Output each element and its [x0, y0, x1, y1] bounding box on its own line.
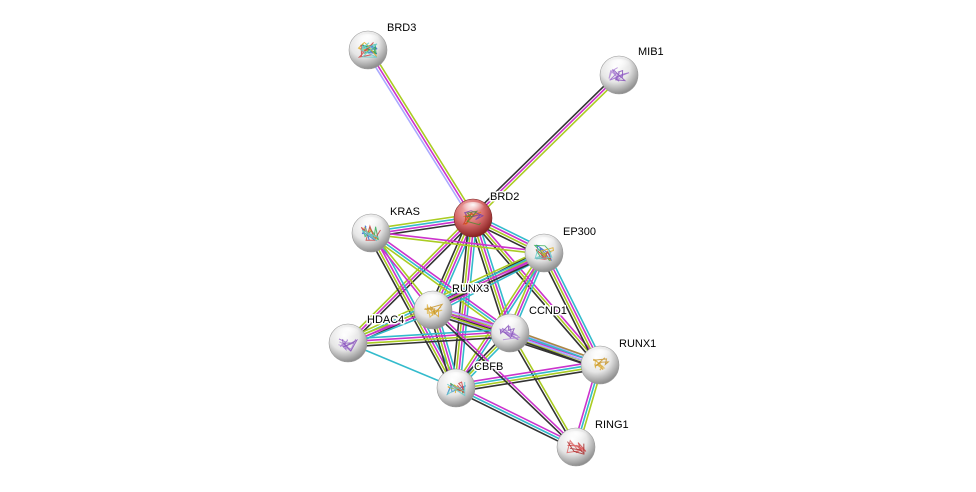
- node-highlight: [564, 431, 588, 445]
- edge-line-known-curated: [347, 342, 457, 389]
- node-highlight: [532, 237, 556, 251]
- node-highlight: [421, 294, 445, 308]
- edge-line-experimental: [472, 74, 620, 219]
- node-runx3[interactable]: RUNX3: [413, 282, 491, 330]
- edge-line-experimental: [371, 230, 545, 253]
- edge-line-known-curated: [347, 328, 510, 340]
- edge-line-textmining: [456, 365, 601, 391]
- node-label-brd2: BRD2: [490, 191, 519, 203]
- edge-ep300-runx1[interactable]: [539, 250, 605, 368]
- node-label-brd3: BRD3: [387, 22, 416, 34]
- node-brd3[interactable]: BRD3: [348, 21, 418, 70]
- edge-line-textmining: [370, 233, 544, 256]
- node-label-cbfb: CBFB: [474, 361, 503, 373]
- edge-line-experimental: [372, 230, 512, 332]
- edge-line-experimental: [474, 215, 603, 364]
- node-highlight: [607, 59, 631, 73]
- edge-brd2-brd3[interactable]: [365, 48, 476, 220]
- node-label-kras: KRAS: [390, 206, 420, 218]
- edge-line-coexpression: [508, 333, 576, 449]
- edge-line-textmining: [510, 331, 578, 447]
- edge-line-homology: [365, 50, 472, 220]
- edge-hdac4-ccnd1[interactable]: [347, 328, 511, 348]
- edge-line-experimental: [347, 330, 510, 343]
- node-runx1[interactable]: RUNX1: [580, 337, 658, 385]
- node-label-ring1: RING1: [595, 419, 629, 431]
- node-hdac4[interactable]: HDAC4: [328, 313, 406, 363]
- node-mib1[interactable]: MIB1: [599, 45, 665, 95]
- edge-line-coexpression: [454, 389, 576, 451]
- edge-kras-ep300[interactable]: [370, 230, 545, 256]
- node-label-hdac4: HDAC4: [367, 314, 404, 326]
- node-highlight: [588, 349, 612, 363]
- edge-line-textmining: [369, 233, 456, 390]
- edge-line-experimental: [433, 308, 578, 447]
- edge-line-known-curated: [546, 250, 605, 364]
- edge-line-textmining: [474, 76, 622, 221]
- edge-line-coexpression: [348, 336, 511, 348]
- edge-line-textmining: [348, 333, 511, 346]
- edge-line-experimental: [367, 49, 474, 219]
- edge-line-experimental: [455, 360, 600, 385]
- edge-hdac4-cbfb[interactable]: [347, 342, 457, 389]
- node-ep300[interactable]: EP300: [524, 225, 598, 273]
- edge-line-experimental: [544, 252, 602, 365]
- edge-line-textmining: [472, 217, 601, 366]
- edge-line-coexpression: [539, 254, 598, 368]
- node-ring1[interactable]: RING1: [556, 418, 630, 467]
- edge-line-textmining: [542, 253, 600, 366]
- node-highlight: [336, 327, 360, 341]
- edge-line-textmining: [369, 234, 509, 336]
- edge-line-coexpression: [431, 310, 576, 449]
- node-label-runx3: RUNX3: [452, 283, 489, 295]
- node-highlight: [461, 202, 485, 216]
- protein-structure-icon: [446, 381, 466, 397]
- edge-cbfb-runx1[interactable]: [455, 360, 601, 393]
- node-highlight: [359, 217, 383, 231]
- node-highlight: [356, 34, 380, 48]
- edge-line-known-curated: [455, 387, 577, 448]
- node-ccnd1[interactable]: CCND1: [490, 304, 568, 353]
- edge-runx3-ring1[interactable]: [431, 308, 578, 449]
- edge-line-experimental: [456, 384, 578, 446]
- node-kras[interactable]: KRAS: [351, 205, 421, 253]
- edge-line-coexpression: [470, 219, 599, 368]
- node-brd2[interactable]: BRD2: [453, 190, 521, 238]
- edge-line-known-curated: [455, 362, 600, 388]
- node-label-mib1: MIB1: [638, 46, 664, 58]
- edge-ccnd1-ring1[interactable]: [508, 331, 578, 449]
- edge-line-textmining: [369, 48, 476, 218]
- edge-kras-ccnd1[interactable]: [369, 230, 512, 336]
- edge-brd2-runx1[interactable]: [470, 215, 603, 368]
- edge-line-coexpression: [456, 368, 601, 393]
- node-label-runx1: RUNX1: [619, 338, 656, 350]
- edge-cbfb-ring1[interactable]: [454, 384, 578, 451]
- edge-line-coexpression: [470, 72, 618, 217]
- edge-line-known-curated: [434, 255, 547, 315]
- edge-brd2-mib1[interactable]: [470, 72, 622, 221]
- node-highlight: [498, 317, 522, 331]
- node-label-ep300: EP300: [563, 226, 596, 238]
- node-highlight: [444, 372, 468, 386]
- node-label-ccnd1: CCND1: [529, 305, 567, 317]
- node-cbfb[interactable]: CBFB: [436, 360, 505, 408]
- edge-line-known-curated: [370, 232, 511, 334]
- edges-layer: [345, 48, 622, 451]
